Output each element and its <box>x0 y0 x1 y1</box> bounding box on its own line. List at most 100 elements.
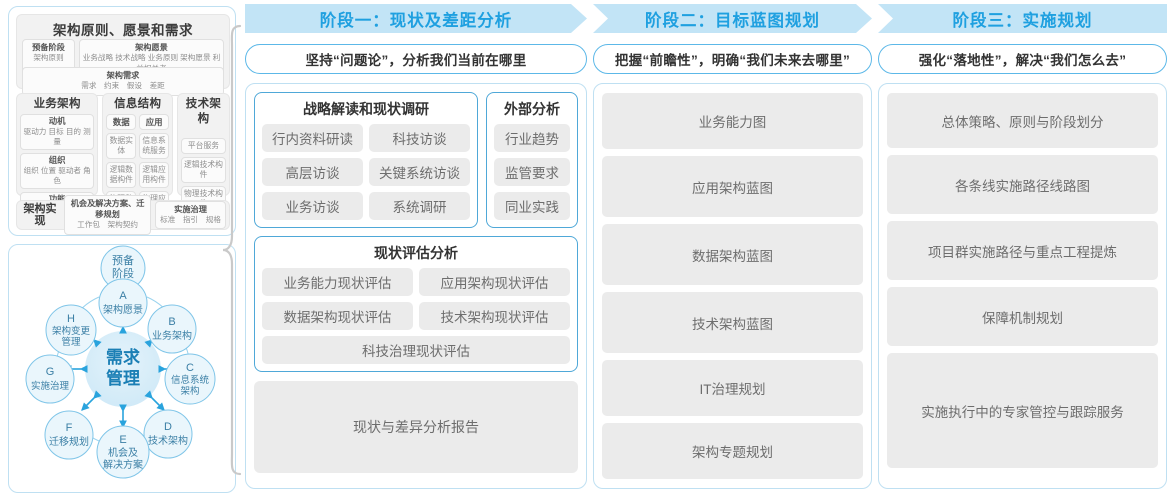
implementation-governance-box: 实施治理 标准 指引 规格 <box>155 200 226 230</box>
business-organization-box: 组织 组织 位置 驱动者 角色 <box>20 153 95 189</box>
implementation-governance-sub: 标准 指引 规格 <box>160 214 221 224</box>
strategy-research-group: 战略解读和现状调研 行内资料研读 科技访谈 高层访谈 关键系统访谈 业务访谈 系… <box>254 92 478 228</box>
information-structure-title: 信息结构 <box>114 98 162 110</box>
chip-business-capability-assessment[interactable]: 业务能力现状评估 <box>262 268 413 296</box>
phase-2-column: 阶段二：目标蓝图规划 把握“前瞻性”，明确“我们未来去哪里” 业务能力图 应用架… <box>593 0 872 489</box>
phase-1-subbanner[interactable]: 坚持“问题论”，分析我们当前在哪里 <box>245 44 587 74</box>
phase-2-banner: 阶段二：目标蓝图规划 <box>593 0 872 37</box>
business-motivation-sub: 驱动力 目标 目的 测量 <box>23 127 91 146</box>
chip-business-capability-map[interactable]: 业务能力图 <box>602 93 863 149</box>
assessment-row-1: 业务能力现状评估 应用架构现状评估 <box>262 268 570 296</box>
chip-regulatory-requirement[interactable]: 监管要求 <box>494 158 570 186</box>
business-architecture-column: 业务架构 动机 驱动力 目标 目的 测量 组织 组织 位置 驱动者 角色 功能 … <box>16 93 99 218</box>
application-item-service: 信息系统服务 <box>139 133 169 159</box>
adm-cycle-diagram: 需求 管理 预备 阶段 <box>25 245 216 479</box>
adm-node-b <box>147 304 197 354</box>
chip-program-roadmap[interactable]: 项目群实施路径与重点工程提炼 <box>887 221 1158 280</box>
chip-tech-governance-assessment[interactable]: 科技治理现状评估 <box>262 336 570 364</box>
adm-node-e <box>96 425 150 479</box>
data-head: 数据 <box>106 114 137 130</box>
chip-peer-practice[interactable]: 同业实践 <box>494 192 570 220</box>
svg-text:F: F <box>66 422 73 434</box>
business-organization-title: 组织 <box>48 155 66 165</box>
svg-text:A: A <box>119 290 127 302</box>
togaf-framework-panel: 架构原则、愿景和需求 预备阶段 架构原则 架构愿景 业务战略 技术战略 业务原则… <box>8 6 236 236</box>
phase-3-banner: 阶段三：实施规划 <box>878 0 1167 37</box>
adm-node-f <box>44 410 94 460</box>
svg-text:E: E <box>119 434 126 446</box>
opportunities-migration-title: 机会及解决方案、迁移规划 <box>70 199 145 220</box>
business-motivation-box: 动机 驱动力 目标 目的 测量 <box>20 114 95 150</box>
svg-text:技术架构: 技术架构 <box>148 434 188 447</box>
phase-2-body: 业务能力图 应用架构蓝图 数据架构蓝图 技术架构蓝图 IT治理规划 架构专题规划 <box>593 83 872 489</box>
phase-3-banner-label: 阶段三：实施规划 <box>952 11 1093 30</box>
svg-text:架构愿景: 架构愿景 <box>103 303 143 316</box>
chip-application-arch-assessment[interactable]: 应用架构现状评估 <box>419 268 570 296</box>
application-head: 应用 <box>139 114 169 130</box>
chip-arch-topic-plan[interactable]: 架构专题规划 <box>602 423 863 479</box>
chip-industry-trend[interactable]: 行业趋势 <box>494 124 570 152</box>
svg-text:管理: 管理 <box>61 336 81 348</box>
adm-node-a <box>98 278 148 328</box>
phase-1-report-chip[interactable]: 现状与差异分析报告 <box>254 381 578 473</box>
adm-center-label-1: 需求 <box>106 347 140 367</box>
chip-application-arch-blueprint[interactable]: 应用架构蓝图 <box>602 156 863 217</box>
svg-text:解决方案: 解决方案 <box>103 458 143 471</box>
data-item-entity: 数据实体 <box>106 133 137 159</box>
adm-node-g <box>25 354 75 404</box>
technology-architecture-title: 技术架构 <box>185 98 222 125</box>
chip-exec-interview[interactable]: 高层访谈 <box>262 158 363 186</box>
chip-it-governance-plan[interactable]: IT治理规划 <box>602 360 863 416</box>
svg-text:H: H <box>67 313 75 325</box>
architecture-vision-title: 架构愿景 <box>135 43 168 52</box>
chip-data-arch-blueprint[interactable]: 数据架构蓝图 <box>602 224 863 285</box>
business-organization-sub: 组织 位置 驱动者 角色 <box>23 166 91 185</box>
assessment-row-3: 科技治理现状评估 <box>262 336 570 364</box>
svg-text:迁移规划: 迁移规划 <box>49 435 89 448</box>
phase-1-body: 战略解读和现状调研 行内资料研读 科技访谈 高层访谈 关键系统访谈 业务访谈 系… <box>245 83 587 489</box>
svg-text:预备: 预备 <box>112 253 134 267</box>
architecture-columns: 业务架构 动机 驱动力 目标 目的 测量 组织 组织 位置 驱动者 角色 功能 … <box>16 93 230 218</box>
chip-overall-strategy[interactable]: 总体策略、原则与阶段划分 <box>887 93 1158 148</box>
chip-tech-interview[interactable]: 科技访谈 <box>369 124 470 152</box>
svg-text:C: C <box>186 362 194 374</box>
technology-item-platform: 平台服务 <box>180 138 226 154</box>
prep-phase-title: 预备阶段 <box>32 43 65 52</box>
phase-3-subbanner[interactable]: 强化“落地性”，解决“我们怎么去” <box>878 44 1167 74</box>
data-item-logical: 逻辑数据构件 <box>106 162 137 188</box>
application-item-logical: 逻辑应用构件 <box>139 162 169 188</box>
strategy-research-row-3: 业务访谈 系统调研 <box>262 192 470 220</box>
chip-business-interview[interactable]: 业务访谈 <box>262 192 363 220</box>
svg-text:架构变更: 架构变更 <box>52 325 91 337</box>
phase-1-banner-shape <box>245 4 587 33</box>
phase-2-subbanner[interactable]: 把握“前瞻性”，明确“我们未来去哪里” <box>593 44 872 74</box>
svg-text:实施治理: 实施治理 <box>31 380 70 392</box>
phase-1-banner: 阶段一：现状及差距分析 <box>245 0 587 37</box>
architecture-requirements-title: 架构需求 <box>106 71 140 80</box>
prep-phase-sub: 架构原则 <box>33 53 64 62</box>
chip-expert-control-service[interactable]: 实施执行中的专家管控与跟踪服务 <box>887 353 1158 468</box>
chip-tech-arch-assessment[interactable]: 技术架构现状评估 <box>419 302 570 330</box>
chip-internal-docs[interactable]: 行内资料研读 <box>262 124 363 152</box>
phase-1-column: 阶段一：现状及差距分析 坚持“问题论”，分析我们当前在哪里 战略解读和现状调研 … <box>245 0 587 489</box>
opportunities-migration-sub: 工作包 架构契约 <box>77 220 138 230</box>
assessment-row-2: 数据架构现状评估 技术架构现状评估 <box>262 302 570 330</box>
technology-item-logical: 逻辑技术构件 <box>180 157 226 183</box>
chip-line-roadmap[interactable]: 各条线实施路径线路图 <box>887 155 1158 214</box>
phase-3-body: 总体策略、原则与阶段划分 各条线实施路径线路图 项目群实施路径与重点工程提炼 保… <box>878 83 1167 489</box>
chip-data-arch-assessment[interactable]: 数据架构现状评估 <box>262 302 413 330</box>
brace-connector <box>222 24 242 476</box>
chip-key-system-interview[interactable]: 关键系统访谈 <box>369 158 470 186</box>
svg-text:机会及: 机会及 <box>108 446 138 459</box>
external-analysis-title: 外部分析 <box>504 101 560 117</box>
chip-system-research[interactable]: 系统调研 <box>369 192 470 220</box>
strategy-research-title: 战略解读和现状调研 <box>303 101 429 117</box>
chip-guarantee-mechanism[interactable]: 保障机制规划 <box>887 287 1158 346</box>
adm-node-d <box>143 409 193 459</box>
principles-title: 架构原则、愿景和需求 <box>53 23 193 38</box>
adm-node-h <box>45 304 97 356</box>
chip-tech-arch-blueprint[interactable]: 技术架构蓝图 <box>602 292 863 353</box>
technology-architecture-column: 技术架构 平台服务 逻辑技术构件 物理技术构件 <box>176 93 230 212</box>
adm-node-c <box>164 353 216 405</box>
phase-1-banner-label: 阶段一：现状及差距分析 <box>319 11 513 30</box>
